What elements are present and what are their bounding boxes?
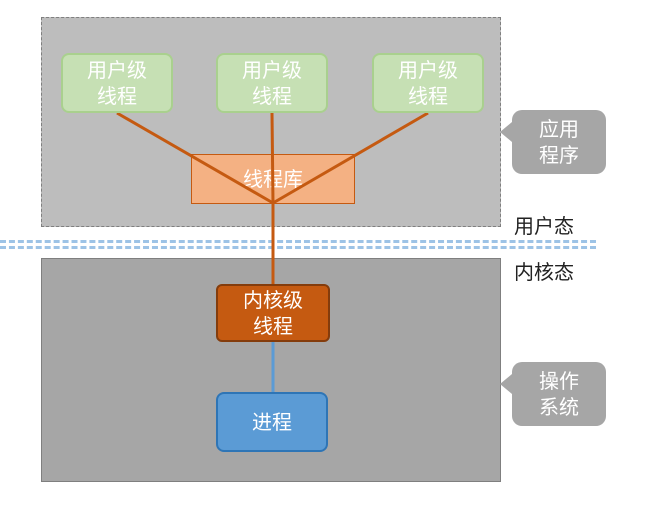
process-box: 进程 (216, 392, 328, 452)
link-ult-2 (270, 112, 275, 204)
user-level-thread-3: 用户级 线程 (372, 53, 484, 113)
user-kernel-divider (0, 240, 596, 249)
user-level-thread-1: 用户级 线程 (61, 53, 173, 113)
user-level-thread-2: 用户级 线程 (216, 53, 328, 113)
user-mode-label: 用户态 (514, 214, 574, 238)
kernel-level-thread-box: 内核级 线程 (216, 284, 330, 342)
kernel-mode-label: 内核态 (514, 260, 574, 284)
link-ult-1 (116, 111, 274, 205)
operating-system-callout: 操作 系统 (500, 362, 606, 426)
link-ult-3 (272, 111, 429, 205)
application-callout: 应用 程序 (500, 110, 606, 174)
